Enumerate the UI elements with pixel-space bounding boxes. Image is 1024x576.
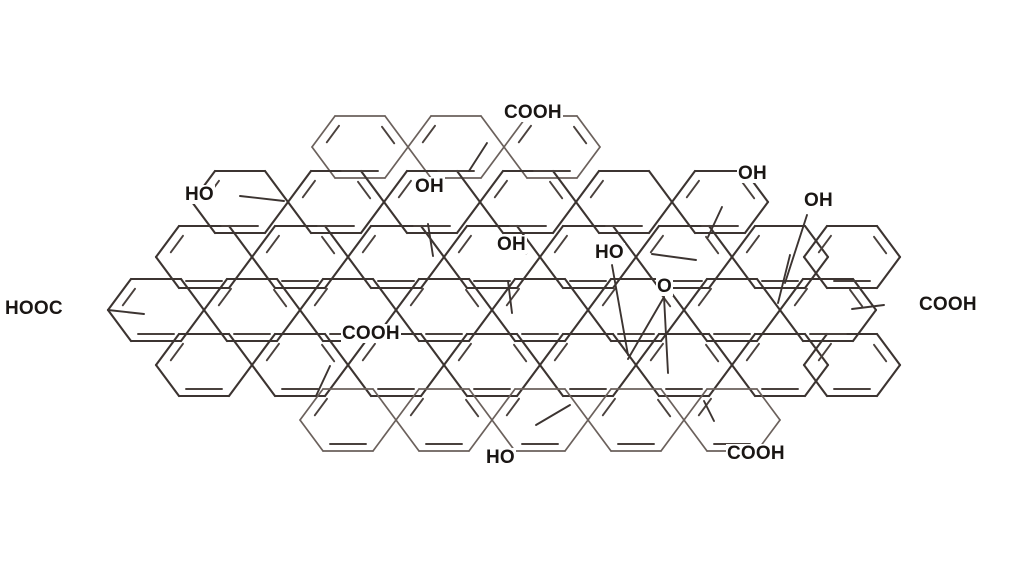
- group-label-oh-right-upper: OH: [737, 163, 768, 184]
- bond-oh-right-upper: [707, 206, 723, 238]
- group-label-oh-right-outer: OH: [803, 190, 834, 211]
- bond-oh-right-outer-tail: [784, 214, 808, 284]
- epoxide-bond-1: [627, 296, 665, 360]
- bond-cooh-bottom: [703, 400, 715, 422]
- bond-ho-left: [239, 195, 285, 202]
- bond-oh-center: [507, 280, 513, 314]
- group-label-cooh-right: COOH: [918, 294, 978, 315]
- group-label-oh-upper-left: OH: [414, 176, 445, 197]
- group-label-cooh-bottom: COOH: [726, 443, 786, 464]
- bond-cooh-lower-left: [315, 365, 331, 397]
- group-label-cooh-top: COOH: [503, 102, 563, 123]
- bond-ho-bottom: [535, 404, 571, 426]
- group-label-ho-left: HO: [184, 184, 215, 205]
- group-label-ho-bottom: HO: [485, 447, 516, 468]
- group-label-ho-center-right: HO: [594, 242, 625, 263]
- bond-ho-center-right-tail: [611, 264, 629, 356]
- bond-oh-right-outer: [777, 254, 791, 304]
- group-label-epoxide-o: O: [656, 276, 673, 297]
- bond-cooh-top: [468, 142, 488, 172]
- bond-hooc-left: [107, 309, 145, 315]
- group-label-oh-center: OH: [496, 234, 527, 255]
- group-label-cooh-lower-left: COOH: [341, 323, 401, 344]
- group-label-hooc-left: HOOC: [4, 298, 64, 319]
- bond-oh-upper-left: [427, 223, 434, 257]
- bond-cooh-right: [851, 304, 885, 310]
- bond-ho-center-right: [651, 253, 697, 261]
- epoxide-bond-2: [663, 296, 669, 374]
